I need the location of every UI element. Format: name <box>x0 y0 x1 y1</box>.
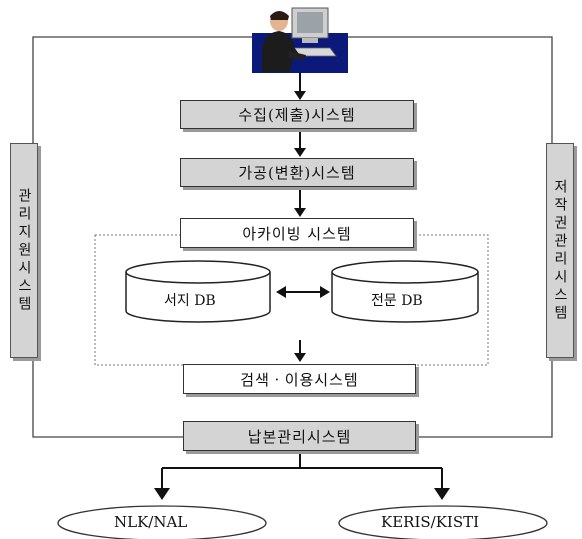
archiving-system-box: 아카이빙 시스템 <box>180 218 414 248</box>
arrowhead-4 <box>294 353 306 362</box>
archiving-system-label: 아카이빙 시스템 <box>242 224 352 243</box>
legal-deposit-system-box: 납본관리시스템 <box>183 421 416 451</box>
arrowhead-2 <box>294 148 306 157</box>
db-link-arrowhead-right <box>320 286 330 298</box>
bibliographic-db-cylinder <box>125 260 271 323</box>
copyright-management-panel: 저작권관리시스템 <box>546 143 574 358</box>
admin-support-label: 관리지원시스템 <box>16 187 32 314</box>
computer-user-icon <box>252 7 348 73</box>
destination-left-ellipse <box>57 505 267 539</box>
branch-line <box>161 450 443 492</box>
arrowhead-1 <box>294 91 306 100</box>
search-system-label: 검색ㆍ이용시스템 <box>240 370 359 389</box>
collection-system-box: 수집(제출)시스템 <box>180 100 414 129</box>
collection-system-label: 수집(제출)시스템 <box>238 106 356 124</box>
db-link-arrowhead-left <box>276 286 286 298</box>
destination-right-label: KERIS/KISTI <box>381 513 480 531</box>
destination-right-ellipse <box>338 505 548 539</box>
processing-system-box: 가공(변환)시스템 <box>180 158 414 187</box>
processing-system-label: 가공(변환)시스템 <box>238 164 356 182</box>
copyright-management-label: 저작권관리시스템 <box>552 178 568 323</box>
arrowhead-right-dest <box>434 488 450 500</box>
arrowhead-3 <box>294 208 306 217</box>
fulltext-db-label: 전문 DB <box>371 293 423 309</box>
destination-left-label: NLK/NAL <box>114 513 188 531</box>
fulltext-db-cylinder <box>331 260 479 323</box>
bibliographic-db-label: 서지 DB <box>164 293 216 309</box>
arrowhead-left-dest <box>154 488 170 500</box>
legal-deposit-system-label: 납본관리시스템 <box>247 427 352 446</box>
admin-support-panel: 관리지원시스템 <box>10 143 38 358</box>
search-system-box: 검색ㆍ이용시스템 <box>183 364 416 394</box>
